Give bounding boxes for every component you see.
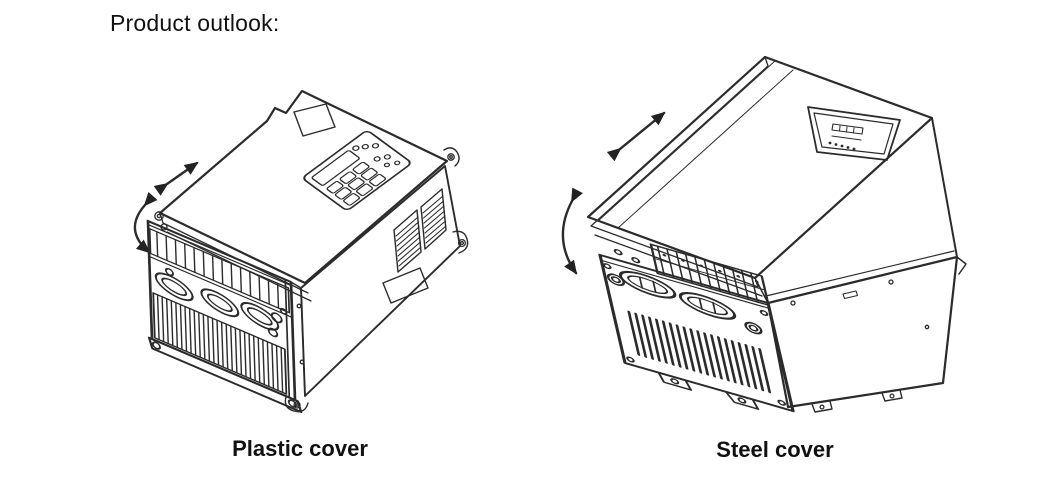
rim-slot	[842, 290, 859, 300]
body-right-face	[755, 117, 967, 413]
slide-direction-arrow-icon	[606, 111, 666, 162]
corner-pillar	[290, 281, 306, 401]
mounting-tab-right	[452, 230, 469, 254]
pivot-direction-arrow-icon	[133, 192, 158, 254]
vent-slots	[627, 310, 772, 394]
mounting-tabs	[657, 371, 760, 410]
mounting-tabs-bottom	[811, 389, 903, 413]
figure-steel-cover: Steel cover	[550, 55, 990, 463]
cover-hinge	[154, 211, 168, 231]
cable-glands	[606, 270, 763, 335]
mounting-tab-bottom	[284, 396, 309, 413]
keypad-display	[831, 123, 864, 141]
body-right-face	[284, 147, 469, 413]
terminal-strip	[613, 243, 770, 307]
body-front-face	[146, 219, 303, 414]
heatsink-fins	[152, 292, 288, 395]
figure-caption-steel: Steel cover	[716, 437, 834, 462]
nameplate-label	[293, 103, 336, 137]
steel-cover-plate	[586, 55, 934, 297]
keypad	[303, 130, 411, 211]
cable-glands	[154, 267, 288, 338]
cover-keypad	[807, 106, 901, 161]
side-nameplate	[382, 267, 429, 304]
keypad-display	[311, 150, 360, 186]
figure-caption-plastic: Plastic cover	[232, 436, 368, 461]
keypad-keys	[326, 161, 386, 206]
mounting-tab-top-right	[443, 147, 460, 167]
steel-cover-drawing	[561, 55, 967, 413]
mounting-tab-top-right	[956, 256, 967, 275]
base-flange	[147, 336, 303, 414]
plastic-cover-drawing	[133, 89, 469, 414]
plastic-top-cover	[158, 89, 449, 302]
page-title: Product outlook:	[110, 10, 280, 36]
body-front-face	[598, 253, 795, 413]
slide-direction-arrow-icon	[153, 161, 199, 196]
side-vents	[393, 188, 447, 273]
pivot-direction-arrow-icon	[561, 187, 583, 275]
figure-plastic-cover: Plastic cover	[115, 66, 485, 462]
terminal-strip	[148, 227, 291, 314]
